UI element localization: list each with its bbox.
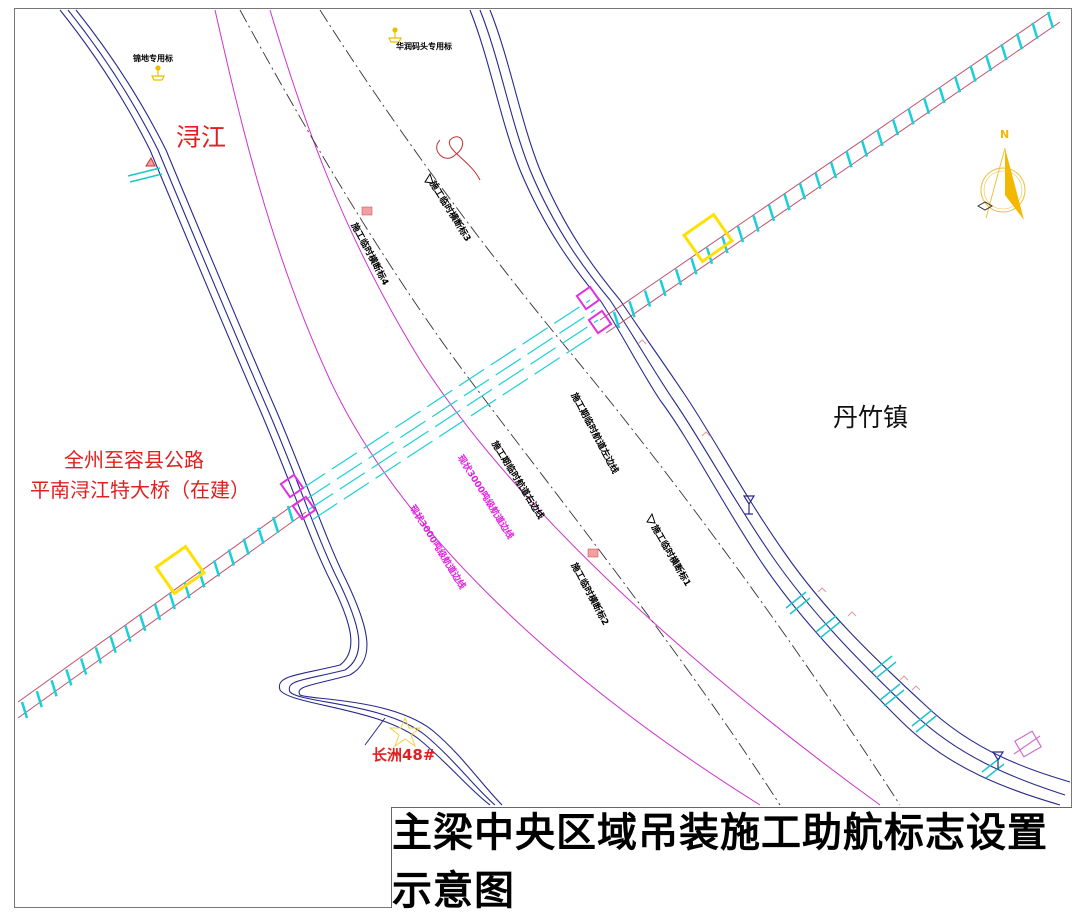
- bridge-label-line1: 全州至容县公路: [64, 448, 204, 472]
- bridge-label-line2: 平南浔江特大桥（在建）: [30, 478, 250, 502]
- red-triangle-icon: [145, 156, 156, 167]
- north-label: N: [1000, 128, 1010, 141]
- diamond-marker-icon: [1013, 730, 1042, 758]
- vegetation-marks: [637, 339, 921, 691]
- sign-label-top-left: 锦地专用标: [133, 54, 173, 63]
- red-squiggle: [436, 136, 481, 181]
- diagram-frame: [14, 8, 1072, 908]
- river-label: 浔江: [176, 123, 227, 152]
- sign-label-top-center: 华润码头专用标: [396, 42, 452, 51]
- bank-crossing-marks: [127, 167, 1005, 779]
- star-buoy-icon: [388, 716, 422, 748]
- bridge-ticks-right: [612, 11, 1055, 329]
- existing-channel-lines: [214, 9, 881, 806]
- pier-magenta-icon: [279, 285, 613, 521]
- diagram-title: 主梁中央区域吊装施工助航标志设置示意图: [392, 810, 1048, 914]
- bridge-deck: [17, 11, 1061, 719]
- right-river-bank: [469, 9, 1071, 806]
- special-sign-icon: [151, 27, 402, 81]
- triangle-sign-icon: [424, 172, 656, 524]
- buoy-label: 长洲48#: [372, 746, 436, 764]
- pier-yellow-icon: [153, 212, 735, 596]
- left-river-bank: [59, 9, 503, 806]
- town-label: 丹竹镇: [833, 403, 909, 432]
- temp-channel-lines: [239, 9, 901, 806]
- title-block: 主梁中央区域吊装施工助航标志设置示意图: [391, 807, 1072, 914]
- north-arrow-icon: [976, 147, 1026, 220]
- buoy-icon: [742, 495, 1005, 770]
- bridge-ticks-left: [20, 505, 295, 719]
- hatched-sign-icon: [361, 206, 599, 558]
